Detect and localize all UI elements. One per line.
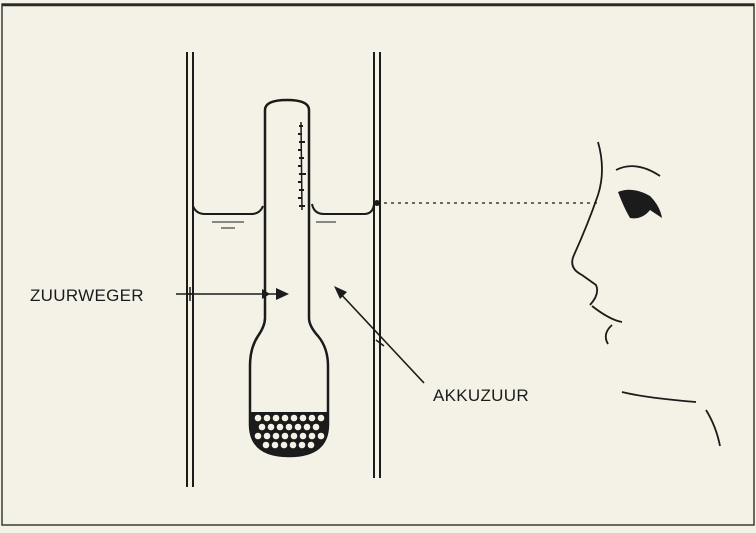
ballast-pellet (264, 433, 271, 440)
ballast-pellet (300, 433, 307, 440)
ballast-pellet (268, 424, 275, 431)
ballast-pellet (286, 424, 293, 431)
acid-level (193, 204, 374, 228)
ballast-pellet (259, 424, 266, 431)
acid-label: AKKUZUUR (433, 386, 529, 405)
hydrometer-callout: ZUURWEGER (30, 286, 289, 305)
ballast-pellet (273, 433, 280, 440)
ballast-pellet (273, 415, 280, 422)
ballast-pellet (291, 433, 298, 440)
ballast-pellet (299, 442, 306, 449)
ballast-pellet (272, 442, 279, 449)
ballast-pellet (313, 424, 320, 431)
ballast-pellet (318, 433, 325, 440)
ballast-pellet (309, 415, 316, 422)
ballast-pellet (282, 433, 289, 440)
ballast-pellet (281, 442, 288, 449)
lead-shot-ballast (250, 412, 328, 456)
ballast-pellet (318, 415, 325, 422)
ballast-pellet (255, 415, 262, 422)
ballast-pellet (290, 442, 297, 449)
ballast-pellet (295, 424, 302, 431)
hydrometer-float (250, 100, 328, 456)
hydrometer-label: ZUURWEGER (30, 286, 144, 305)
ballast-pellet (263, 442, 270, 449)
acid-callout: AKKUZUUR (334, 286, 529, 405)
ballast-pellet (255, 433, 262, 440)
reading-point (374, 200, 380, 206)
ballast-pellet (300, 415, 307, 422)
face-profile (572, 142, 720, 446)
eye (618, 190, 662, 219)
ballast-pellet (309, 433, 316, 440)
float-outline (250, 100, 328, 456)
figure-frame (2, 4, 754, 525)
ballast-pellet (308, 442, 315, 449)
ballast-pellet (282, 415, 289, 422)
ballast-pellet (291, 415, 298, 422)
ballast-pellet (277, 424, 284, 431)
ballast-pellet (264, 415, 271, 422)
ballast-pellet (304, 424, 311, 431)
